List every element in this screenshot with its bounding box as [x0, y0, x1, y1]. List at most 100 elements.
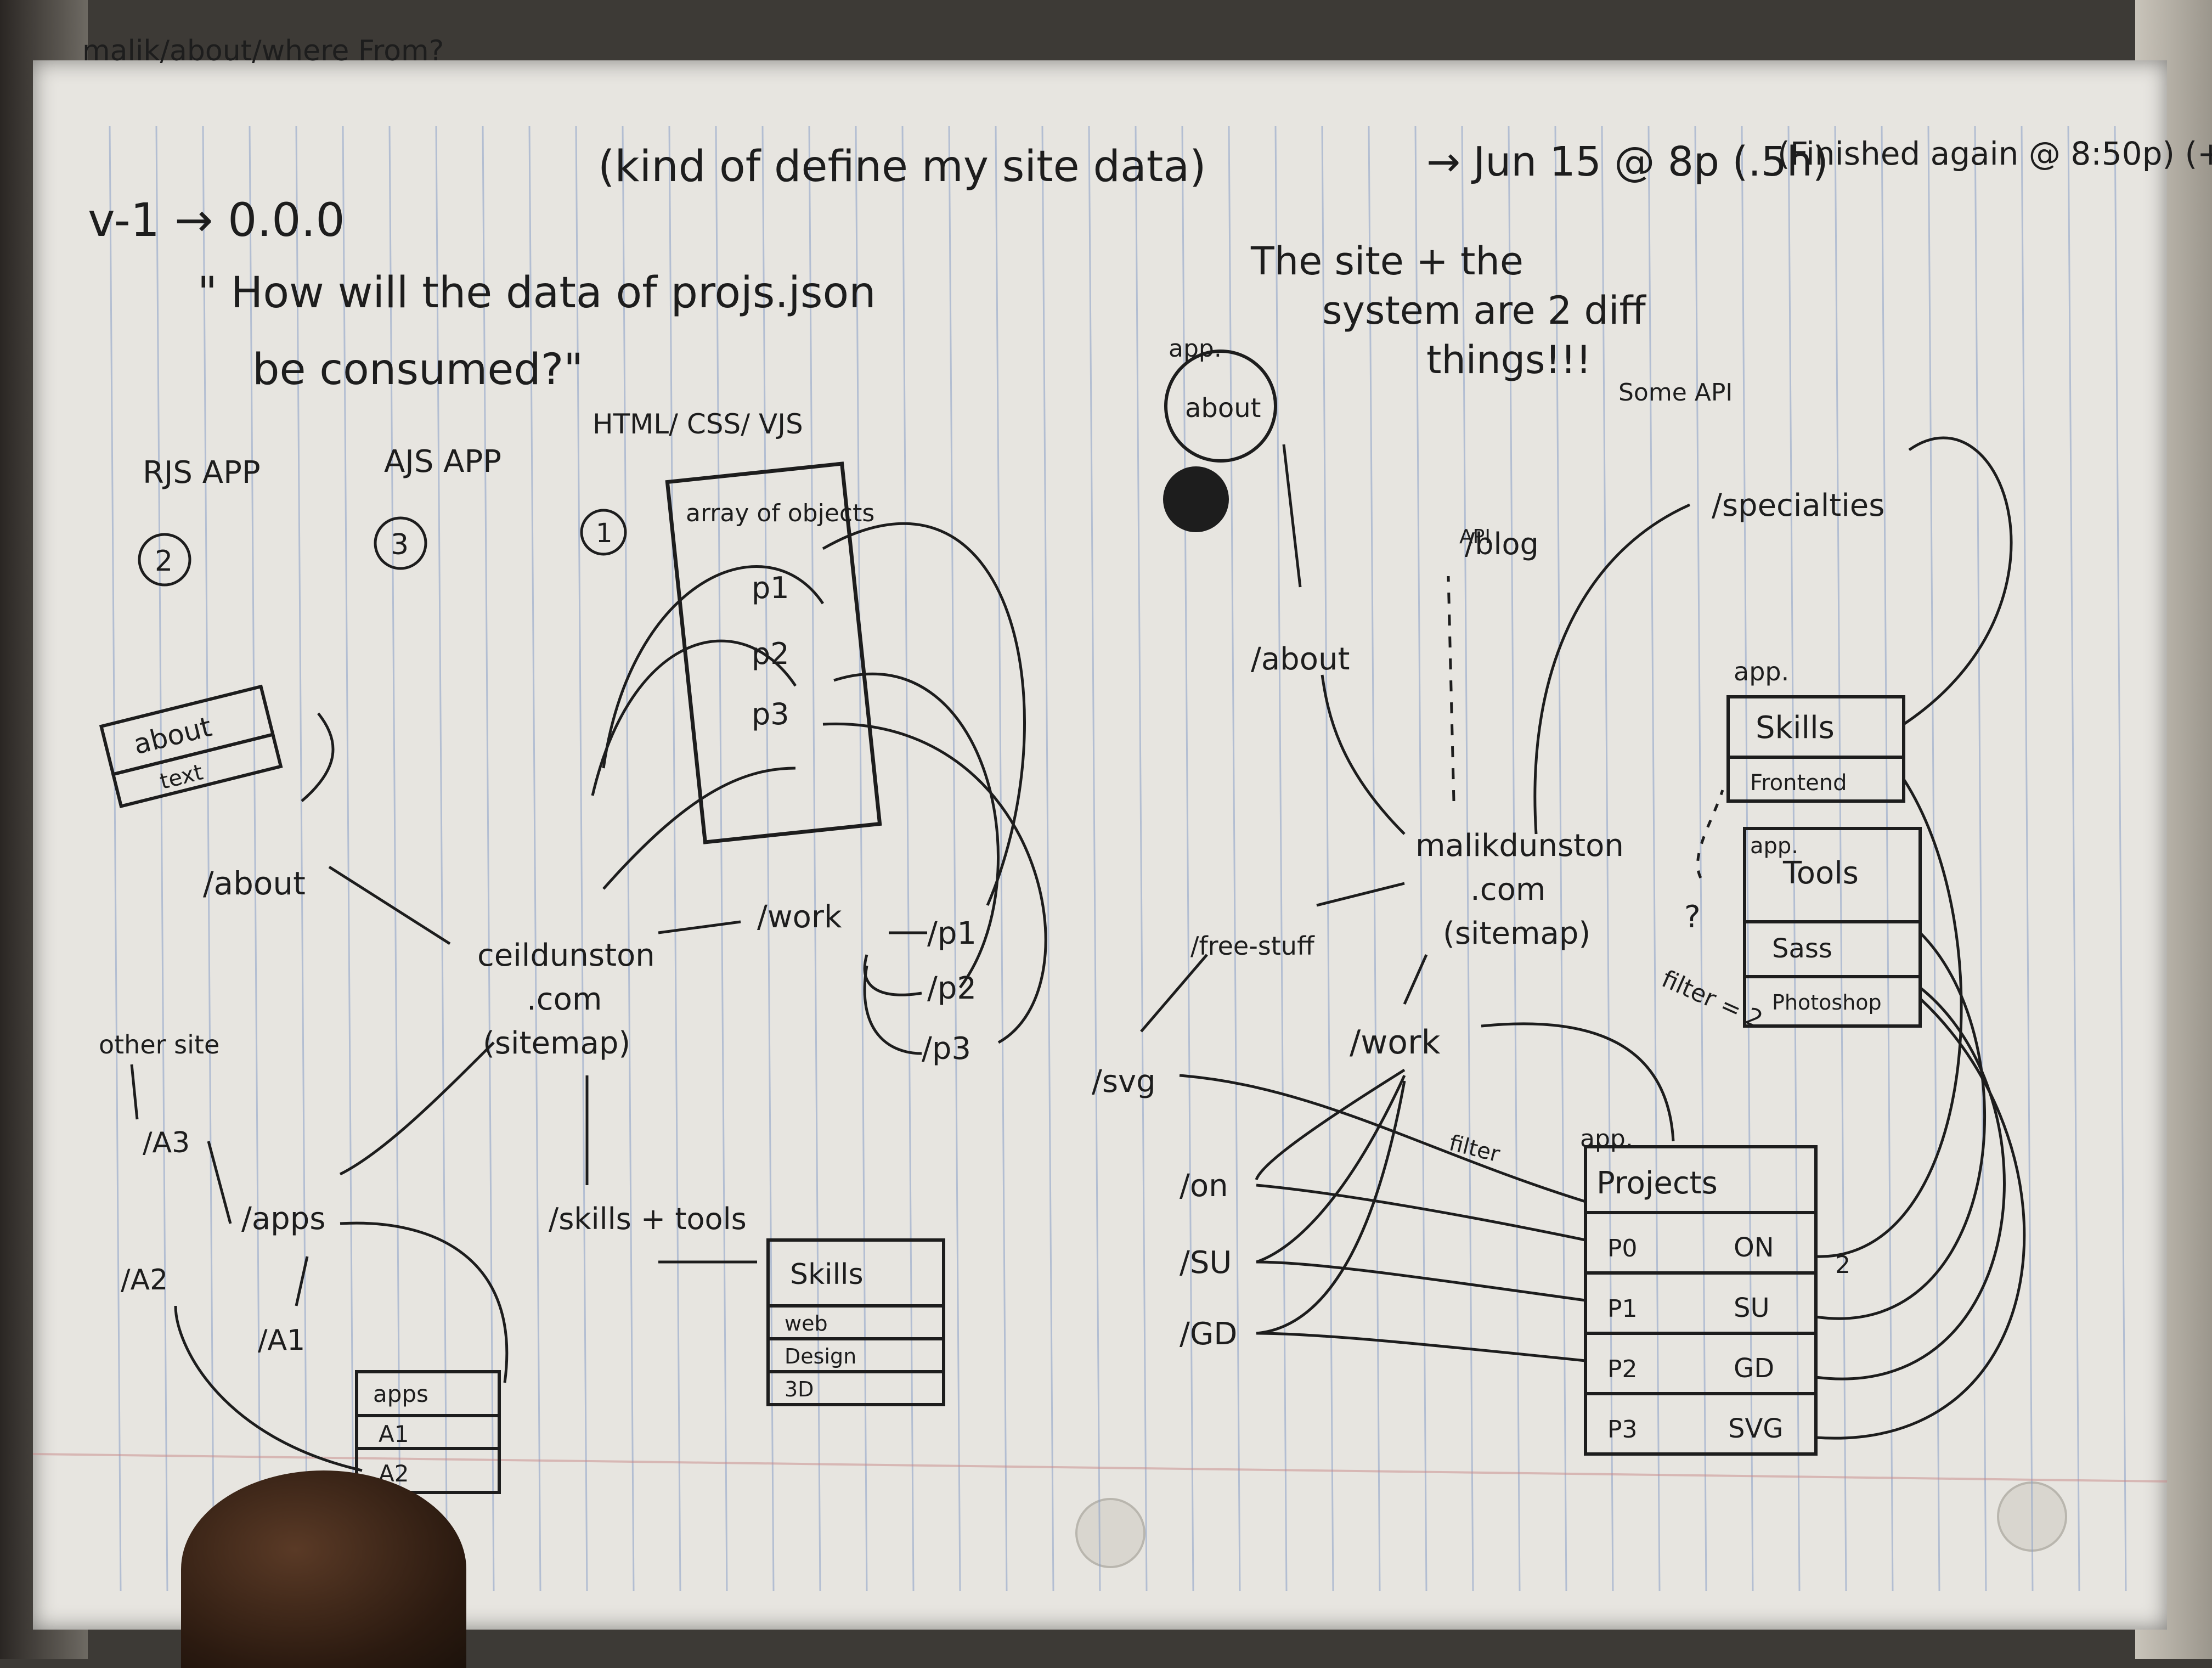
rule-line	[1554, 126, 1567, 1592]
rule-line	[622, 126, 635, 1592]
rule-line	[1414, 126, 1427, 1592]
route-about-right: /about	[1251, 641, 1350, 677]
about-app-prefix: app.	[1169, 335, 1222, 363]
route-work-left: /work	[757, 899, 842, 935]
rule-line	[482, 126, 495, 1592]
rule-line	[1787, 126, 1801, 1592]
rule-line	[1694, 126, 1707, 1592]
route-svg: /svg	[1092, 1064, 1156, 1100]
route-free-stuff: /free-stuff	[1190, 931, 1315, 961]
rule-line	[1974, 126, 1987, 1592]
skills-left-header: Skills	[790, 1258, 864, 1291]
skills-right-header: Skills	[1756, 710, 1835, 746]
route-p1: /p1	[927, 916, 977, 951]
rule-line	[575, 126, 588, 1592]
rule-line	[109, 126, 122, 1592]
version-text: v-1 → 0.0.0	[88, 193, 345, 247]
rule-line	[1601, 126, 1614, 1592]
tools-table-right: app. Tools Sass Photoshop	[1743, 827, 1922, 1028]
rule-line	[855, 126, 868, 1592]
rule-line	[1927, 126, 1940, 1592]
notebook-paper	[33, 60, 2167, 1630]
rule-line	[1508, 126, 1521, 1592]
option-1-num: 1	[596, 518, 613, 549]
projects-row-p2-id: P2	[1607, 1355, 1638, 1383]
skills-table-left: Skills web Design 3D	[766, 1238, 945, 1406]
projects-row-p2-tag: GD	[1734, 1353, 1774, 1384]
ceil-domain: ceildunston	[477, 938, 655, 973]
rule-line	[2114, 126, 2127, 1592]
tools-right-photoshop: Photoshop	[1772, 990, 1882, 1015]
apps-header: apps	[373, 1380, 428, 1407]
rule-line	[1228, 126, 1241, 1592]
some-api: Some API	[1618, 379, 1733, 407]
note-line-3: things!!!	[1426, 337, 1592, 382]
route-work-right: /work	[1350, 1023, 1441, 1062]
route-specialties: /specialties	[1712, 488, 1884, 523]
route-about-left: /about	[203, 865, 306, 902]
rule-line	[1368, 126, 1381, 1592]
array-title: array of objects	[686, 499, 874, 527]
thumb	[181, 1470, 466, 1668]
ruled-lines	[109, 126, 2127, 1592]
about-app-circle	[1164, 350, 1277, 463]
left-arrows	[130, 712, 927, 1472]
skills-table-right: app. Skills Frontend	[1726, 657, 1905, 803]
tools-right-sass: Sass	[1772, 933, 1832, 964]
rule-line	[1834, 126, 1847, 1592]
projects-row-p0-id: P0	[1607, 1235, 1638, 1263]
task-text: (kind of define my site data)	[598, 142, 1206, 191]
malik-com: .com	[1470, 872, 1545, 908]
projects-row-p1-tag: SU	[1734, 1293, 1770, 1323]
note-line-2: system are 2 diff	[1322, 288, 1646, 333]
finished-text: (Finished again @ 8:50p) (+.83h)	[1778, 135, 2212, 172]
route-p3: /p3	[922, 1031, 971, 1067]
route-a1: /A1	[258, 1324, 305, 1357]
rule-line	[808, 126, 821, 1592]
skills-left-3d: 3D	[785, 1377, 814, 1401]
about-app-label: about	[1185, 393, 1261, 424]
rule-line	[761, 126, 775, 1592]
rule-line	[1041, 126, 1054, 1592]
rule-line	[948, 126, 961, 1592]
option-2-num: 2	[155, 545, 173, 578]
rule-line	[1741, 126, 1754, 1592]
rule-line	[2021, 126, 2034, 1592]
note-line-1: The site + the	[1250, 239, 1523, 284]
rule-line	[1461, 126, 1474, 1592]
rule-line	[715, 126, 728, 1592]
skills-right-prefix: app.	[1734, 657, 1789, 686]
ceil-sitemap: (sitemap)	[483, 1025, 630, 1061]
skills-left-web: web	[785, 1311, 828, 1335]
array-item-p3: p3	[752, 697, 789, 731]
option-1-circle	[580, 509, 627, 556]
projects-row-p3-id: P3	[1607, 1416, 1638, 1444]
top-scribble: malik/about/where From?	[82, 35, 444, 67]
route-gd: /GD	[1180, 1316, 1237, 1352]
route-apps: /apps	[241, 1201, 325, 1237]
time-text: → Jun 15 @ 8p (.5h)	[1426, 138, 1829, 185]
option-2-circle	[138, 533, 191, 587]
route-su: /SU	[1180, 1245, 1232, 1281]
rule-line	[668, 126, 681, 1592]
margin-line	[32, 1453, 2168, 1483]
rule-line	[2067, 126, 2080, 1592]
rule-line	[528, 126, 541, 1592]
skills-right-frontend: Frontend	[1750, 770, 1847, 796]
option-3-circle	[374, 516, 427, 570]
route-on: /on	[1180, 1168, 1228, 1204]
scribbled-circle	[1163, 466, 1229, 532]
malik-sitemap: (sitemap)	[1443, 916, 1590, 951]
question-line-2: be consumed?"	[252, 345, 583, 395]
option-html: HTML/ CSS/ VJS	[592, 408, 803, 440]
projects-prefix: app.	[1580, 1125, 1633, 1153]
array-item-p2: p2	[752, 636, 789, 671]
route-a2: /A2	[121, 1264, 168, 1297]
projects-header: Projects	[1596, 1165, 1718, 1201]
punch-hole-1	[1075, 1498, 1146, 1568]
rule-line	[995, 126, 1008, 1592]
rule-line	[295, 126, 308, 1592]
tools-right-header: Tools	[1782, 855, 1859, 891]
projects-row-p3-tag: SVG	[1728, 1413, 1784, 1444]
